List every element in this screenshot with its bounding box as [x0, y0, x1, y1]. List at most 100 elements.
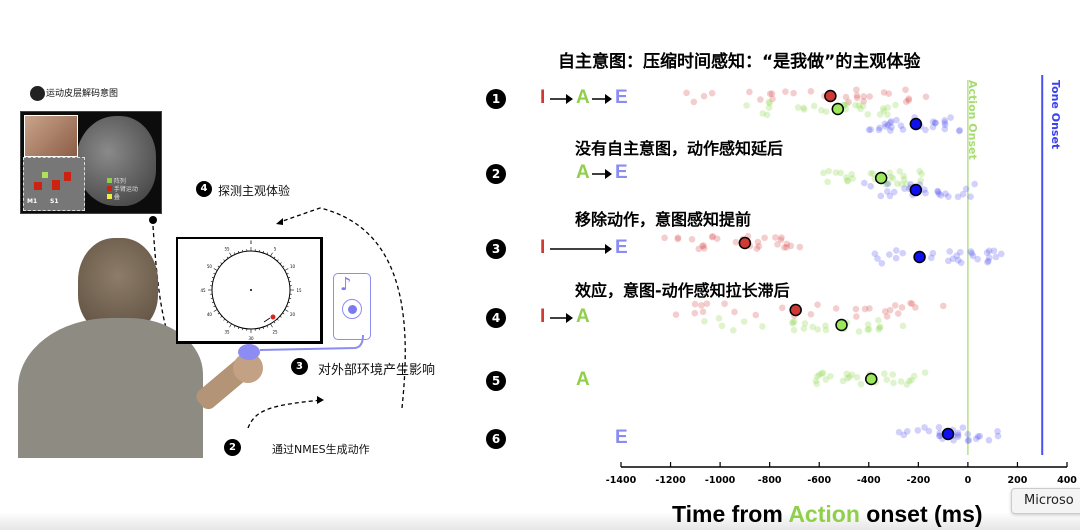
data-point [683, 89, 690, 97]
data-point [893, 180, 901, 187]
data-point [878, 259, 886, 267]
sequence-I: I [540, 306, 546, 327]
legend-overlap: 叠 [113, 194, 120, 201]
data-point [932, 119, 939, 127]
data-point [794, 104, 802, 111]
data-point [857, 380, 865, 388]
data-point [908, 300, 916, 307]
data-point [761, 234, 768, 242]
data-point [713, 235, 721, 242]
data-point [718, 322, 726, 330]
cable [259, 334, 364, 351]
data-point [818, 370, 826, 377]
data-point [892, 247, 900, 254]
data-point [661, 234, 668, 242]
data-point [936, 432, 943, 440]
sequence-A: A [576, 162, 590, 183]
data-point [974, 433, 982, 440]
sequence-I: I [540, 237, 546, 258]
data-point [899, 249, 907, 257]
data-point [822, 322, 829, 330]
data-point [849, 175, 856, 182]
data-point [917, 177, 924, 184]
data-point [852, 305, 860, 313]
data-point [949, 255, 957, 263]
data-point [908, 376, 915, 384]
data-point [964, 437, 972, 445]
data-point [853, 86, 860, 94]
brain-caption: 运动皮层解码意图 [46, 89, 119, 99]
brain-image: M1 S1 阵列 手臂运动 叠 [20, 111, 162, 214]
data-point [929, 123, 937, 131]
data-point [925, 427, 933, 435]
data-point [892, 101, 899, 109]
data-point [957, 259, 965, 267]
data-point [699, 308, 707, 316]
data-point [791, 318, 798, 325]
data-point [902, 86, 909, 94]
data-point [781, 244, 788, 251]
data-point [812, 377, 820, 385]
data-point [859, 102, 867, 110]
data-point [700, 245, 708, 252]
data-point [860, 97, 867, 105]
data-point [875, 126, 883, 134]
data-point [945, 193, 952, 200]
data-point [959, 424, 967, 431]
data-point [900, 176, 908, 183]
x-tick-label: -1000 [704, 475, 736, 486]
data-point [965, 436, 973, 444]
data-point [893, 116, 900, 124]
sequence-A: A [576, 87, 590, 108]
mean-marker [738, 236, 752, 250]
mean-marker [865, 372, 878, 386]
data-point [853, 94, 861, 102]
data-point [922, 189, 929, 197]
clock-tick-label: 35 [224, 330, 230, 335]
data-point [954, 193, 962, 201]
data-point [882, 308, 889, 315]
data-point [822, 108, 830, 115]
data-point [867, 126, 875, 133]
data-point [929, 118, 937, 125]
data-point [708, 233, 716, 241]
data-point [691, 300, 699, 308]
data-point [743, 102, 750, 109]
data-point [832, 305, 840, 312]
data-point [880, 89, 888, 96]
data-point [783, 243, 790, 251]
data-point [903, 427, 911, 435]
data-point [941, 121, 949, 129]
x-axis-label: Time from Action onset (ms) [672, 501, 983, 528]
data-point [782, 88, 789, 96]
data-point [895, 428, 903, 436]
data-point [931, 119, 939, 127]
data-point [956, 127, 964, 134]
data-point [887, 173, 895, 181]
data-point [967, 193, 974, 200]
data-point [929, 249, 937, 257]
data-point [864, 326, 872, 333]
data-point [765, 104, 773, 111]
data-point [730, 327, 737, 334]
data-point [695, 245, 703, 253]
data-point [763, 111, 771, 119]
data-point [922, 93, 930, 101]
data-point [874, 255, 881, 262]
data-point [886, 169, 894, 177]
sequence-A: A [576, 306, 590, 327]
data-point [801, 320, 809, 327]
data-point [955, 127, 963, 135]
music-note-icon: ♪ [340, 274, 352, 295]
data-point [954, 429, 962, 437]
data-point [818, 107, 825, 114]
step4-badge: 4 [196, 181, 212, 197]
data-point [842, 105, 850, 113]
data-point [813, 380, 821, 388]
tone-onset-label: Tone Onset [1049, 80, 1062, 150]
data-point [772, 234, 779, 241]
data-point [860, 179, 868, 187]
data-point [844, 177, 851, 185]
data-point [843, 174, 850, 181]
data-point [787, 242, 795, 250]
